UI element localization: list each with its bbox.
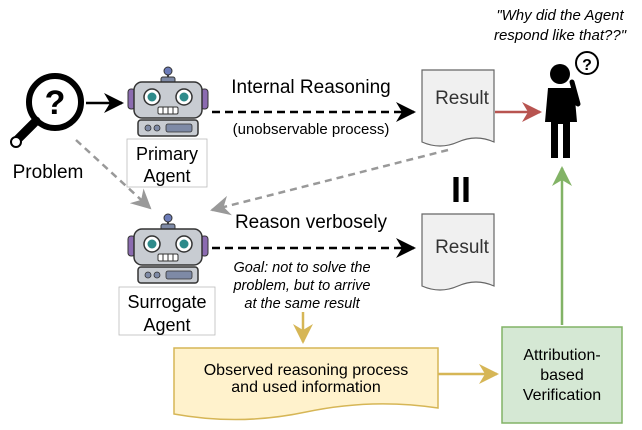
surrogate-agent-label-box	[118, 286, 216, 336]
primary-robot-icon	[127, 66, 209, 137]
internal-reasoning-title: Internal Reasoning	[231, 77, 391, 98]
arrow-problem-to-surrogate	[75, 139, 152, 210]
observed-line1: Observed reasoning process	[204, 362, 409, 379]
primary-agent-label-line1: Primary	[136, 144, 198, 164]
surrogate-agent-label-line1: Surrogate	[127, 292, 206, 312]
goal-line3: at the same result	[244, 296, 360, 312]
observed-reasoning-box	[173, 347, 439, 421]
quote-line1: "Why did the Agent	[496, 7, 624, 24]
verification-line2: based	[540, 367, 584, 384]
internal-reasoning-subtitle: (unobservable process)	[233, 121, 390, 138]
surrogate-agent-label-line2: Agent	[143, 315, 190, 335]
thinking-person-icon: ?	[545, 51, 599, 158]
surrogate-robot-icon	[127, 213, 209, 284]
observed-line2: and used information	[231, 379, 380, 396]
svg-text:?: ?	[582, 57, 592, 74]
goal-line1: Goal: not to solve the	[233, 260, 370, 276]
equals-sign: II	[451, 169, 471, 210]
arrow-result-to-surrogate	[210, 148, 449, 216]
problem-label: Problem	[13, 162, 84, 183]
svg-text:?: ?	[45, 84, 66, 122]
result-top-label: Result	[435, 88, 490, 109]
verification-line1: Attribution-	[523, 347, 600, 364]
primary-agent-label-box	[126, 138, 208, 188]
verification-line3: Verification	[523, 387, 601, 404]
result-bottom-label: Result	[435, 237, 490, 258]
reason-verbosely-title: Reason verbosely	[235, 212, 388, 233]
verification-box	[501, 326, 623, 424]
goal-line2: problem, but to arrive	[232, 278, 370, 294]
quote-line2: respond like that??"	[494, 27, 627, 44]
magnifier-question-icon: ?	[10, 73, 84, 148]
primary-agent-label-line2: Agent	[143, 166, 190, 186]
